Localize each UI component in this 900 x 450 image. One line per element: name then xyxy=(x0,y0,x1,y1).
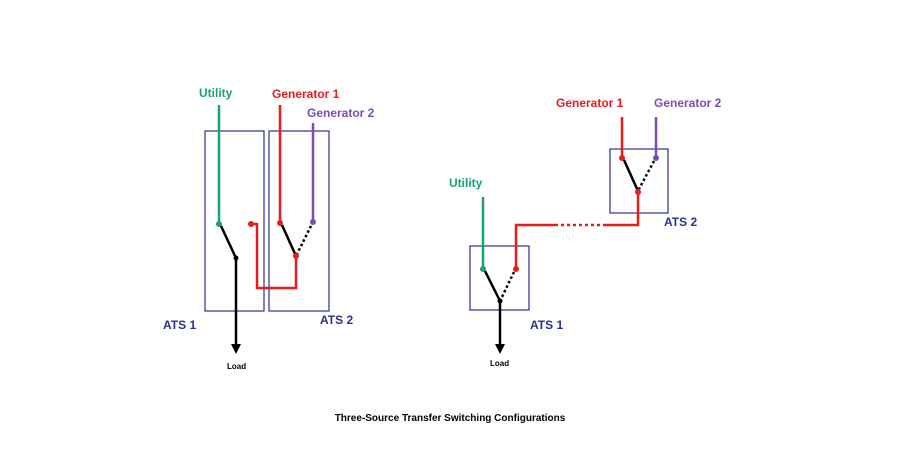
left-ats2-label: ATS 2 xyxy=(320,313,353,327)
left-gen1-contact xyxy=(277,220,283,226)
right-gen2-contact xyxy=(653,155,659,161)
left-utility-contact xyxy=(216,221,222,227)
right-utility-contact xyxy=(480,266,486,272)
right-generator2-label: Generator 2 xyxy=(654,96,722,110)
left-ats2-pivot xyxy=(293,253,299,259)
left-utility-label: Utility xyxy=(199,86,233,100)
right-ats2-blade xyxy=(622,159,640,192)
left-generator2-label: Generator 2 xyxy=(307,106,375,120)
left-ats1-gen-contact xyxy=(248,221,254,227)
right-interconnect-solid-b xyxy=(605,192,640,227)
right-load-label: Load xyxy=(490,359,509,368)
left-ats2-blade xyxy=(280,224,298,257)
left-load-arrow xyxy=(231,344,241,354)
left-gen2-contact xyxy=(310,219,316,225)
right-load-arrow xyxy=(495,344,505,354)
right-ats2-open-blade xyxy=(637,160,656,190)
right-ats1-open-blade xyxy=(499,271,516,300)
left-ats1-blade xyxy=(219,225,238,259)
right-gen1-contact xyxy=(619,155,625,161)
right-utility-label: Utility xyxy=(449,176,483,190)
left-ats2-open-blade xyxy=(295,225,313,255)
right-ats1-label: ATS 1 xyxy=(530,318,563,332)
right-configuration: Utility Generator 1 Generator 2 ATS 1 AT… xyxy=(449,96,722,368)
left-ats1-box xyxy=(204,130,265,312)
right-generator1-label: Generator 1 xyxy=(556,96,624,110)
left-interconnect-line xyxy=(252,222,298,290)
left-ats1-label: ATS 1 xyxy=(163,318,196,332)
right-ats2-label: ATS 2 xyxy=(664,215,697,229)
left-generator1-label: Generator 1 xyxy=(272,87,340,101)
left-load-label: Load xyxy=(227,362,246,371)
left-ats2-box xyxy=(268,130,330,312)
right-interconnect-solid-a xyxy=(514,223,555,268)
left-configuration: Utility Generator 1 Generator 2 ATS 1 AT… xyxy=(163,86,375,371)
right-ats1-blade xyxy=(483,270,502,302)
diagram-caption: Three-Source Transfer Switching Configur… xyxy=(335,413,566,424)
right-ats2-pivot xyxy=(635,189,641,195)
right-ats1-gen-contact xyxy=(513,266,519,272)
